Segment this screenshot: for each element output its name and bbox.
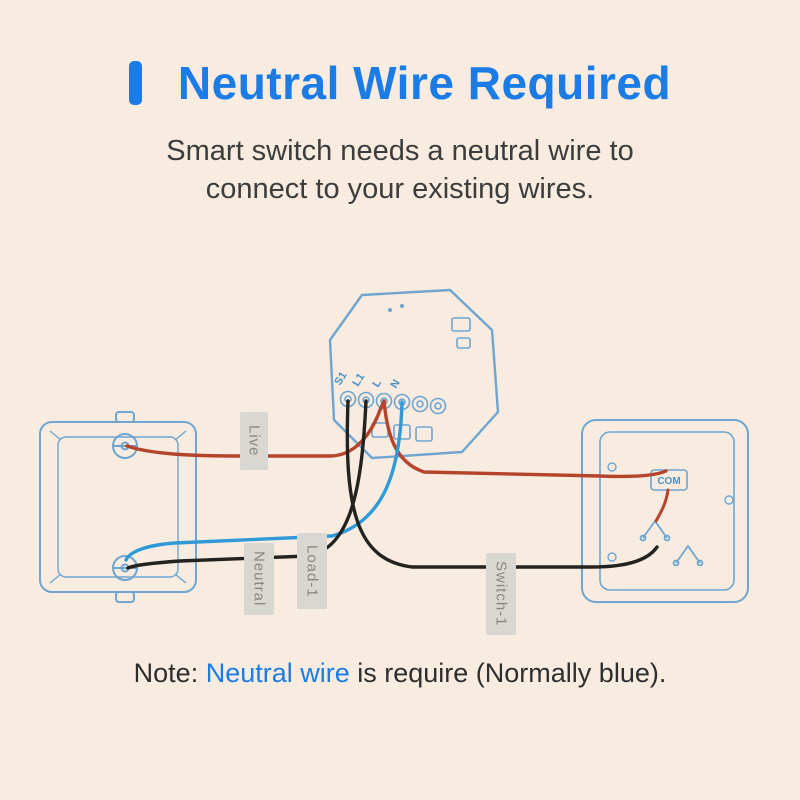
screw-icon xyxy=(724,495,734,505)
wire-tag-neutral: Neutral xyxy=(244,543,274,615)
wire-tag-live: Live xyxy=(240,412,268,470)
footer-note: Note: Neutral wire is require (Normally … xyxy=(0,658,800,689)
title-accent-bar xyxy=(128,61,142,105)
note-prefix: Note: xyxy=(133,658,206,688)
module-terminal-row xyxy=(339,390,447,415)
wire-live-jumper xyxy=(382,399,668,479)
subtitle-line-2: connect to your existing wires. xyxy=(205,173,595,206)
module-clip-icon xyxy=(456,337,471,349)
rocker-switch-icon xyxy=(639,519,671,542)
header: Neutral Wire Required xyxy=(0,56,800,110)
wall-switch xyxy=(581,419,749,603)
wire-neutral xyxy=(124,400,404,562)
wiring-diagram: COM xyxy=(0,260,800,660)
rocker-switch-icon xyxy=(672,544,704,567)
subtitle-line-1: Smart switch needs a neutral wire to xyxy=(166,135,634,167)
wire-switch1 xyxy=(345,399,659,569)
module-clip-icon xyxy=(451,317,471,332)
page-title: Neutral Wire Required xyxy=(177,57,672,109)
terminal-label-l1: L1 xyxy=(350,371,367,388)
wiring-diagram-canvas: COM xyxy=(39,288,749,603)
screw-icon xyxy=(607,462,617,472)
wire-tag-switch1: Switch-1 xyxy=(486,553,516,635)
subtitle: Smart switch needs a neutral wire to conn… xyxy=(0,132,800,209)
screw-icon xyxy=(607,552,617,562)
module-led-icon xyxy=(388,308,392,312)
note-highlight: Neutral wire xyxy=(205,658,350,688)
junction-box xyxy=(39,411,197,603)
terminal-label-s1: S1 xyxy=(332,370,349,388)
wire-com-internal xyxy=(654,488,670,523)
com-label: COM xyxy=(657,476,680,487)
terminal-label-l: L xyxy=(370,377,384,389)
terminal-label-n: N xyxy=(388,377,402,390)
note-suffix: is require (Normally blue). xyxy=(349,658,667,688)
wire-tag-load1: Load-1 xyxy=(297,533,327,609)
module-led-icon xyxy=(400,304,404,308)
